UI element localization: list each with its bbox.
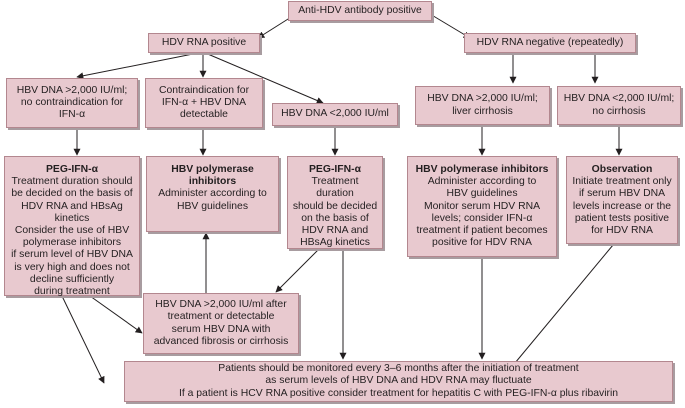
- hbv-polymerase-inhibitors-node: HBV polymerase inhibitors Administer acc…: [146, 156, 279, 232]
- negative-low-dna-condition-node: HBV DNA <2,000 IU/ml; no cirrhosis: [557, 86, 681, 125]
- negative-low-dna-condition-text: HBV DNA <2,000 IU/ml; no cirrhosis: [563, 93, 675, 117]
- peg-ifn-long-treatment-node: PEG-IFN-α Treatment duration should be d…: [4, 156, 140, 298]
- monitoring-recommendation-text: Patients should be monitored every 3–6 m…: [178, 363, 619, 399]
- after-treatment-condition-node: HBV DNA >2,000 IU/ml after treatment or …: [143, 293, 299, 354]
- monitoring-recommendation-node: Patients should be monitored every 3–6 m…: [124, 361, 673, 402]
- arrow-pegshort-to-after: [275, 249, 319, 293]
- arrow-root-to-rna-negative: [429, 13, 471, 39]
- arrow-rnapos-to-high-dna: [76, 51, 204, 80]
- observation-body: Initiate treatment only if serum HBV DNA…: [572, 176, 672, 237]
- contraindication-condition-text: Contraindication for IFN-α + HBV DNA det…: [158, 84, 250, 121]
- low-hbv-dna-condition-node: HBV DNA <2,000 IU/ml: [272, 103, 398, 126]
- high-hbv-dna-condition-text: HBV DNA >2,000 IU/ml; no contraindicatio…: [16, 84, 128, 121]
- hbv-polymerase-inhibitors-body: Administer according to HBV guidelines: [158, 188, 267, 212]
- low-hbv-dna-condition-text: HBV DNA <2,000 IU/ml: [281, 108, 389, 120]
- anti-hdv-positive-text: Anti-HDV antibody positive: [298, 4, 422, 16]
- arrow-peglong-to-after: [89, 295, 143, 334]
- high-hbv-dna-condition-node: HBV DNA >2,000 IU/ml; no contraindicatio…: [6, 78, 138, 128]
- hdv-rna-negative-node: HDV RNA negative (repeatedly): [464, 33, 636, 53]
- anti-hdv-positive-node: Anti-HDV antibody positive: [288, 1, 432, 21]
- arrow-peglong-to-monitoring: [61, 295, 105, 384]
- arrow-observation-to-monitoring: [509, 244, 614, 370]
- peg-ifn-short-treatment-node: PEG-IFN-α Treatment duration should be d…: [287, 156, 383, 249]
- arrow-rnapos-to-low-dna: [202, 51, 324, 104]
- negative-high-dna-condition-text: HBV DNA >2,000 IU/ml; liver cirrhosis: [427, 93, 538, 117]
- peg-ifn-long-title: PEG-IFN-α: [46, 164, 98, 175]
- observation-node: Observation Initiate treatment only if s…: [566, 156, 678, 244]
- hdv-rna-negative-text: HDV RNA negative (repeatedly): [476, 36, 624, 48]
- peg-ifn-short-body: Treatment duration should be decided on …: [292, 176, 378, 249]
- contraindication-condition-node: Contraindication for IFN-α + HBV DNA det…: [145, 78, 263, 128]
- hdv-rna-positive-node: HDV RNA positive: [148, 33, 260, 53]
- peg-ifn-short-title: PEG-IFN-α: [309, 164, 361, 175]
- hdv-rna-positive-text: HDV RNA positive: [161, 36, 247, 48]
- negative-high-dna-condition-node: HBV DNA >2,000 IU/ml; liver cirrhosis: [415, 86, 550, 125]
- hbv-polymerase-monitor-body: Administer according to HBV guidelines M…: [416, 176, 548, 249]
- hbv-polymerase-monitor-node: HBV polymerase inhibitors Administer acc…: [407, 156, 557, 257]
- peg-ifn-long-body: Treatment duration should be decided on …: [11, 176, 133, 298]
- hbv-polymerase-monitor-title: HBV polymerase inhibitors: [415, 164, 549, 175]
- observation-title: Observation: [591, 164, 653, 175]
- after-treatment-condition-text: HBV DNA >2,000 IU/ml after treatment or …: [153, 299, 289, 347]
- hbv-polymerase-inhibitors-title: HBV polymerase inhibitors: [171, 164, 254, 188]
